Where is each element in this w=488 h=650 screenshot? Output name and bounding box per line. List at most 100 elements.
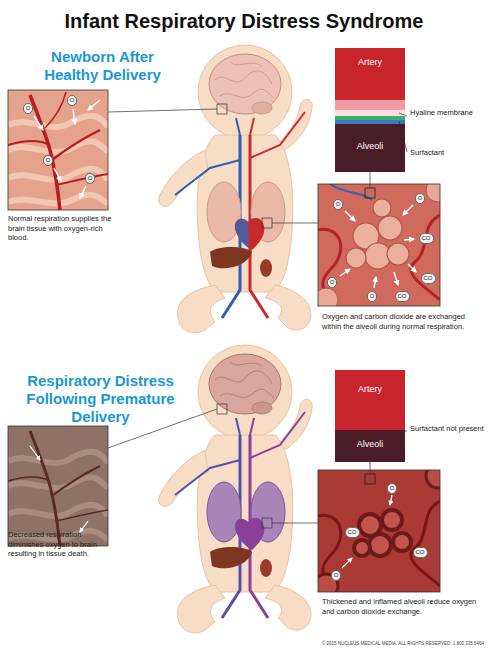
molecule-symbol: O: [331, 570, 342, 581]
brain-tissue-inset: [8, 426, 108, 546]
membrane-layers: [335, 116, 405, 120]
brain-tissue-inset: [45, 92, 66, 128]
infant-premature: [260, 559, 272, 577]
brain-tissue-inset: [8, 90, 108, 210]
alveoli-inset: [382, 510, 402, 530]
infant-premature: [215, 371, 272, 384]
molecule-symbol: O: [387, 483, 398, 494]
alveoli-inset: [378, 216, 402, 240]
alveoli-inset: [354, 540, 370, 556]
organs-healthy: [250, 118, 254, 135]
organs-healthy: [235, 219, 249, 248]
part-label: Surfactant: [410, 148, 484, 157]
alveoli-inset: [374, 277, 376, 288]
infant-premature: [250, 418, 254, 435]
alveoli-inset: [314, 178, 450, 312]
alveoli-inset: [373, 199, 391, 217]
infant-premature: [159, 345, 313, 633]
brain-tissue-inset: [73, 109, 75, 124]
caption: Decreased respiration diminishes oxygen …: [8, 530, 116, 559]
alveoli-inset: [318, 470, 440, 592]
organs-healthy: [175, 54, 305, 318]
alveoli-inset: [394, 272, 398, 285]
infant-premature: [207, 482, 241, 542]
brain-tissue-inset: [30, 431, 60, 546]
brain-tissue-inset: [52, 130, 100, 160]
alveoli-inset: [318, 184, 440, 306]
molecule-symbol: O: [415, 193, 426, 204]
brain-tissue-inset: [30, 95, 60, 210]
membrane-layers: [335, 100, 405, 124]
organs-healthy: [220, 89, 274, 98]
alveoli-inset: [365, 188, 375, 198]
brain-tissue-inset: [8, 477, 50, 481]
leader-line: [399, 113, 407, 116]
brain-tissue-inset: [8, 477, 108, 488]
brain-tissue-inset: [52, 466, 100, 496]
caption: Thickened and inflamed alveoli reduce ox…: [322, 597, 478, 616]
infant-premature: [209, 354, 281, 414]
molecule-symbol: O: [327, 277, 338, 288]
infant-premature: [220, 389, 274, 398]
leader-line: [262, 518, 272, 528]
alveoli-inset: [369, 534, 391, 556]
organs-healthy: [209, 54, 281, 114]
infant-premature: [230, 362, 262, 366]
alveoli-inset: [404, 239, 414, 240]
brain-tissue-inset: [8, 90, 108, 210]
alveoli-inset: [318, 470, 440, 592]
brain-tissue-inset: [8, 116, 108, 127]
brain-tissue-inset: [30, 446, 40, 460]
brain-tissue-inset: [88, 100, 100, 110]
membrane-layers: [335, 100, 405, 110]
band-label: Artery: [358, 384, 382, 395]
brain-tissue-inset: [80, 186, 86, 198]
leader-line: [370, 462, 371, 474]
leader-line: [217, 404, 227, 414]
alveoli-inset: [393, 533, 411, 551]
leader-line: [262, 218, 272, 228]
tissue-band: Artery: [335, 370, 405, 430]
alveoli-inset: [411, 501, 440, 586]
caption: Oxygen and carbon dioxide are exchanged …: [322, 312, 478, 331]
organs-healthy: [236, 118, 240, 135]
leader-line: [217, 104, 227, 114]
brain-tissue-inset: [34, 116, 43, 130]
brain-tissue-inset: [8, 90, 108, 210]
tissue-band: Alveoli: [335, 430, 405, 462]
copyright: © 2015 NUCLEUS MEDICAL MEDIA. ALL RIGHTS…: [280, 641, 484, 647]
brain-tissue-inset: [8, 426, 108, 546]
infant-premature: [250, 412, 305, 458]
infant-premature: [236, 418, 240, 435]
alveoli-inset: [346, 248, 366, 268]
organs-healthy: [230, 62, 262, 66]
infant-body: [159, 345, 313, 633]
molecule-symbol: O: [85, 173, 96, 184]
molecule-symbol: CO: [345, 527, 360, 538]
leader-line: [272, 223, 318, 224]
brain-tissue-inset: [8, 90, 108, 210]
alveoli-inset: [314, 464, 450, 598]
alveoli-inset: [403, 205, 413, 215]
molecule-symbol: O: [367, 291, 378, 302]
molecule-symbol: CO: [419, 233, 434, 244]
alveoli-inset: [426, 184, 440, 202]
brain-tissue-inset: [8, 426, 108, 546]
infant-body: [159, 45, 313, 333]
brain-tissue-inset: [8, 452, 108, 463]
tissue-band: Alveoli: [335, 124, 405, 172]
alveoli-inset: [318, 470, 440, 592]
organs-healthy: [260, 259, 272, 277]
alveoli-inset: [387, 243, 409, 265]
brain-tissue-inset: [8, 505, 108, 516]
leader-line: [370, 172, 371, 188]
section-heading: Respiratory Distress Following Premature…: [23, 372, 178, 426]
alveoli-inset: [318, 288, 338, 306]
organs-healthy: [210, 247, 252, 268]
tissue-band: Artery: [335, 48, 405, 100]
molecule-symbol: O: [67, 95, 78, 106]
brain-tissue-inset: [8, 141, 108, 152]
alveoli-inset: [426, 470, 440, 488]
alveoli-inset: [340, 269, 350, 276]
